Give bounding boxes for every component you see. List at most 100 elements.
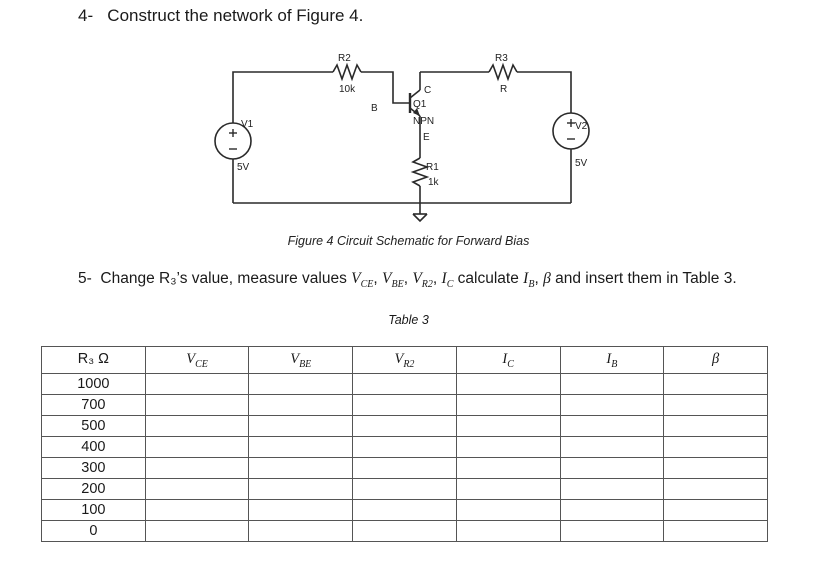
empty-entry-cell[interactable]: [352, 499, 457, 521]
empty-entry-cell[interactable]: [559, 415, 665, 437]
r2-name: R2: [338, 53, 351, 64]
empty-entry-cell[interactable]: [352, 373, 457, 395]
r3-value-cell: 1000: [41, 373, 146, 395]
var-vbe: VBE: [382, 270, 404, 291]
empty-entry-cell[interactable]: [248, 520, 354, 542]
empty-entry-cell[interactable]: [352, 457, 457, 479]
empty-entry-cell[interactable]: [248, 394, 354, 416]
var-beta: β: [543, 270, 551, 287]
empty-entry-cell[interactable]: [455, 478, 561, 500]
empty-entry-cell[interactable]: [559, 373, 665, 395]
empty-entry-cell[interactable]: [663, 373, 768, 395]
table-header-cell: VCE: [144, 346, 250, 374]
table-header-cell: R₃ Ω: [41, 346, 146, 374]
empty-entry-cell[interactable]: [144, 436, 250, 458]
wire-v1-top: [232, 71, 333, 123]
question-4-number: 4-: [78, 6, 94, 25]
empty-entry-cell[interactable]: [455, 373, 561, 395]
empty-entry-cell[interactable]: [455, 520, 561, 542]
var-ic: IC: [441, 270, 454, 291]
empty-entry-cell[interactable]: [144, 520, 250, 542]
r3-value-cell: 400: [41, 436, 146, 458]
empty-entry-cell[interactable]: [248, 478, 354, 500]
table-row: 100: [41, 499, 768, 521]
wire-r3-v2: [517, 71, 572, 113]
empty-entry-cell[interactable]: [144, 499, 250, 521]
table-title: Table 3: [388, 313, 429, 327]
v2-value: 5V: [575, 158, 588, 169]
circuit-schematic: R2 10k R3 R C B Q1 NPN E R1 1k V1 5V V2 …: [214, 53, 590, 223]
var-vr2: VR2: [412, 270, 433, 291]
table-header-cell: VR2: [352, 346, 457, 374]
table-row: 200: [41, 478, 768, 500]
var-ib: IB: [523, 270, 535, 291]
empty-entry-cell[interactable]: [248, 436, 354, 458]
empty-entry-cell[interactable]: [248, 457, 354, 479]
empty-entry-cell[interactable]: [144, 478, 250, 500]
transistor-collector-lead: [409, 89, 421, 99]
table-row: 0: [41, 520, 768, 542]
empty-entry-cell[interactable]: [352, 436, 457, 458]
empty-entry-cell[interactable]: [248, 373, 354, 395]
transistor-type: NPN: [413, 116, 434, 127]
empty-entry-cell[interactable]: [559, 457, 665, 479]
r3-value-cell: 700: [41, 394, 146, 416]
resistor-r2-zigzag: [332, 62, 362, 82]
transistor-emitter-arrow: [413, 108, 420, 116]
empty-entry-cell[interactable]: [352, 415, 457, 437]
r3-value-cell: 0: [41, 520, 146, 542]
empty-entry-cell[interactable]: [663, 499, 768, 521]
table-header-cell: IB: [559, 346, 665, 374]
empty-entry-cell[interactable]: [144, 373, 250, 395]
empty-entry-cell[interactable]: [248, 415, 354, 437]
empty-entry-cell[interactable]: [663, 415, 768, 437]
empty-entry-cell[interactable]: [663, 520, 768, 542]
empty-entry-cell[interactable]: [663, 436, 768, 458]
empty-entry-cell[interactable]: [455, 436, 561, 458]
question-5-mid: calculate: [453, 270, 524, 287]
empty-entry-cell[interactable]: [144, 394, 250, 416]
question-4: 4- Construct the network of Figure 4.: [78, 6, 363, 26]
empty-entry-cell[interactable]: [559, 499, 665, 521]
empty-entry-cell[interactable]: [455, 394, 561, 416]
resistor-r1-zigzag: [410, 157, 430, 187]
v1-name: V1: [241, 119, 254, 130]
question-4-text: Construct the network of Figure 4.: [107, 6, 364, 25]
transistor-base-label: B: [371, 103, 378, 114]
empty-entry-cell[interactable]: [663, 394, 768, 416]
question-5-intro: Change R₃’s value, measure values: [100, 270, 352, 287]
empty-entry-cell[interactable]: [144, 415, 250, 437]
empty-entry-cell[interactable]: [455, 499, 561, 521]
question-5: 5- Change R₃’s value, measure values VCE…: [78, 270, 737, 291]
r2-value: 10k: [339, 84, 356, 95]
empty-entry-cell[interactable]: [559, 394, 665, 416]
empty-entry-cell[interactable]: [352, 478, 457, 500]
empty-entry-cell[interactable]: [559, 478, 665, 500]
v1-value: 5V: [237, 162, 250, 173]
empty-entry-cell[interactable]: [663, 478, 768, 500]
empty-entry-cell[interactable]: [144, 457, 250, 479]
r3-value-cell: 200: [41, 478, 146, 500]
empty-entry-cell[interactable]: [248, 499, 354, 521]
empty-entry-cell[interactable]: [559, 436, 665, 458]
table-row: 400: [41, 436, 768, 458]
r3-value-cell: 300: [41, 457, 146, 479]
wire-r2-base: [361, 71, 410, 104]
v2-name: V2: [575, 121, 588, 132]
empty-entry-cell[interactable]: [455, 415, 561, 437]
source-v1-circle: [214, 122, 252, 160]
transistor-emitter-label: E: [423, 132, 430, 143]
empty-entry-cell[interactable]: [352, 520, 457, 542]
source-v2-circle: [552, 112, 590, 150]
r3-value-cell: 500: [41, 415, 146, 437]
empty-entry-cell[interactable]: [455, 457, 561, 479]
table-row: 500: [41, 415, 768, 437]
empty-entry-cell[interactable]: [663, 457, 768, 479]
empty-entry-cell[interactable]: [352, 394, 457, 416]
empty-entry-cell[interactable]: [559, 520, 665, 542]
table-row: 700: [41, 394, 768, 416]
r1-name: R1: [426, 162, 439, 173]
